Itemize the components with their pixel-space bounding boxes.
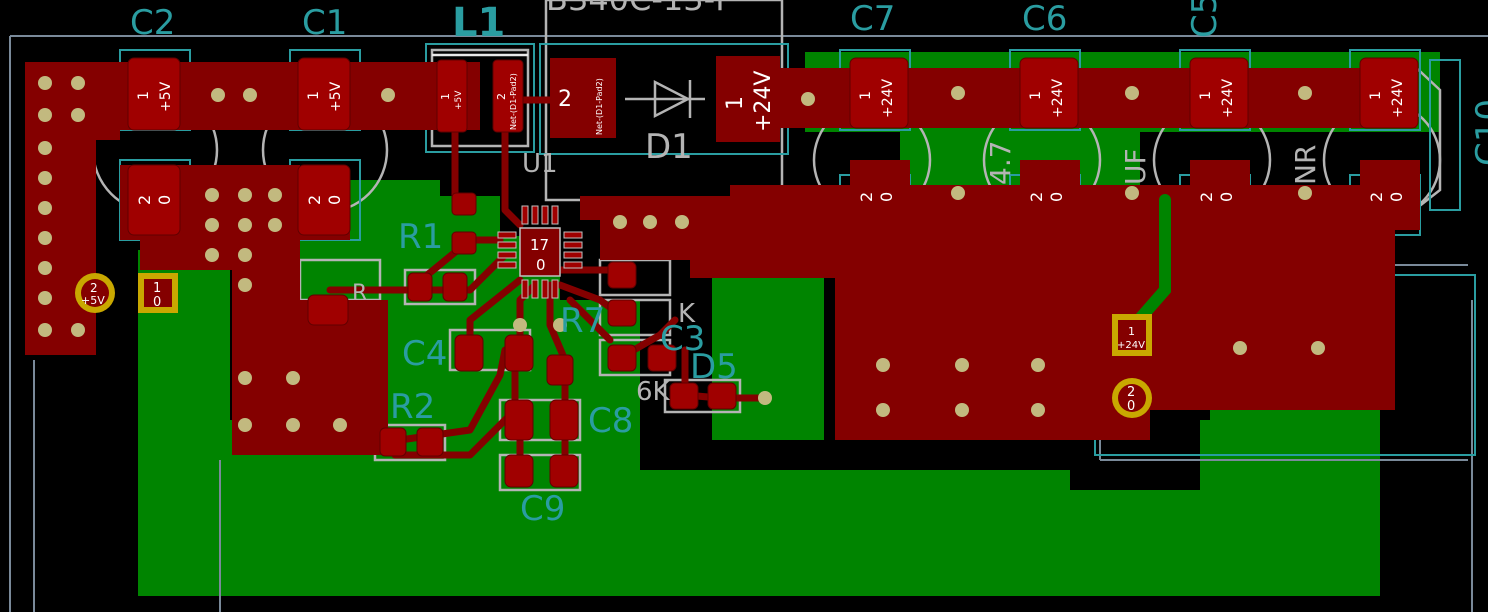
c10-pad1-net: +24V: [1390, 78, 1406, 118]
l1-pad2-net: Net-(D1-Pad2): [509, 73, 518, 130]
d1-pad1-number: 1: [723, 96, 748, 110]
u1-pad-net: 0: [536, 256, 546, 274]
conn-right-pin2-net: 0: [1127, 399, 1135, 414]
l1-pad-2: 2 Net-(D1-Pad2): [495, 73, 518, 130]
ref-c6: C6: [1022, 0, 1067, 39]
silk-uf: UF: [1119, 148, 1152, 185]
ref-c1: C1: [302, 3, 347, 43]
c10-pad1-number: 1: [1368, 91, 1384, 100]
conn-right-pin2-number: 2: [1127, 385, 1135, 400]
ref-c8: C8: [588, 401, 633, 441]
ref-r2: R2: [390, 387, 435, 427]
d1-pad2-number: 2: [558, 87, 572, 112]
tht-pads: [75, 273, 1152, 418]
c1-pad2-net: 0: [325, 195, 344, 205]
u1-ic-footprint: [497, 205, 583, 299]
c10-pad2-net: 0: [1387, 192, 1406, 202]
conn-right-pin1-number: 1: [1128, 325, 1135, 338]
c6-pad1-net: +24V: [1050, 78, 1066, 118]
d1-pad-2: 2 Net-(D1-Pad2): [558, 78, 604, 135]
c1-pad-2: 2 0: [305, 195, 344, 205]
ref-r1: R1: [398, 217, 443, 257]
c7-pad-2: 2 0: [857, 192, 896, 202]
ref-l1: L1: [452, 0, 505, 46]
c1-pad2-number: 2: [305, 195, 324, 205]
c2-pad-1: 1 +5V: [136, 81, 174, 112]
c6-pad-1: 1 +24V: [1028, 78, 1066, 118]
ref-u1: U1: [522, 149, 558, 179]
l1-pad1-number: 1: [439, 93, 452, 100]
ref-c5: C5: [1185, 0, 1225, 38]
silk-6k: 6K: [636, 377, 671, 407]
ref-r7: R7: [560, 301, 605, 341]
u1-pad-number: 17: [530, 236, 549, 254]
l1-pad-1: 1 +5V: [439, 90, 464, 110]
vias: [38, 76, 1325, 432]
c10-pad2-number: 2: [1367, 192, 1386, 202]
c6-pad2-net: 0: [1047, 192, 1066, 202]
conn-left-pin2-number: 2: [90, 281, 98, 295]
c5-pad1-net: +24V: [1220, 78, 1236, 118]
c6-pad2-number: 2: [1027, 192, 1046, 202]
d1-pad2-net: Net-(D1-Pad2): [595, 78, 604, 135]
c5-pad2-net: 0: [1217, 192, 1236, 202]
silk-k: K: [678, 299, 696, 329]
c2-pad2-net: 0: [155, 195, 174, 205]
ref-c3: C3: [660, 319, 705, 359]
silk-cap-value: 4.7: [984, 140, 1017, 185]
c6-pad-2: 2 0: [1027, 192, 1066, 202]
c7-pad2-net: 0: [877, 192, 896, 202]
c7-pad1-number: 1: [858, 91, 874, 100]
c5-pad1-number: 1: [1198, 91, 1214, 100]
ref-c10: C10: [1469, 99, 1488, 166]
conn-left-pin1-number: 1: [153, 281, 161, 296]
ref-c2: C2: [130, 3, 175, 43]
l1-pad1-net: +5V: [454, 90, 464, 110]
c2-pad1-number: 1: [136, 91, 152, 100]
silk-d5: D5: [690, 347, 738, 387]
c1-pad1-number: 1: [306, 91, 322, 100]
c10-pad-2: 2 0: [1367, 192, 1406, 202]
c1-pad1-net: +5V: [328, 81, 344, 112]
c7-pad1-net: +24V: [880, 78, 896, 118]
c5-pad-1: 1 +24V: [1198, 78, 1236, 118]
c2-pad1-net: +5V: [158, 81, 174, 112]
c1-pad-1: 1 +5V: [306, 81, 344, 112]
ref-c4: C4: [402, 334, 447, 374]
c7-pad2-number: 2: [857, 192, 876, 202]
ref-d1: D1: [645, 127, 693, 167]
smd-pads: [127, 57, 1419, 488]
silk-nr: NR: [1289, 145, 1322, 185]
d1-pad-1: 1 +24V: [723, 71, 776, 132]
ref-c7: C7: [850, 0, 895, 39]
conn-right-pin1-net: +24V: [1117, 340, 1145, 351]
conn-left-pin2-net: +5V: [81, 294, 105, 307]
c6-pad1-number: 1: [1028, 91, 1044, 100]
d1-part-number: B340C-13-F: [546, 0, 734, 18]
c5-pad2-number: 2: [1197, 192, 1216, 202]
conn-left-pin1-net: 0: [153, 295, 161, 310]
c10-pad-1: 1 +24V: [1368, 78, 1406, 118]
ref-c9: C9: [520, 489, 565, 529]
c5-pad-2: 2 0: [1197, 192, 1236, 202]
silk-r-symbol: R: [352, 281, 367, 306]
c7-pad-1: 1 +24V: [858, 78, 896, 118]
d1-pad1-net: +24V: [751, 71, 776, 132]
l1-pad2-number: 2: [495, 93, 508, 100]
c2-pad2-number: 2: [135, 195, 154, 205]
c2-pad-2: 2 0: [135, 195, 174, 205]
